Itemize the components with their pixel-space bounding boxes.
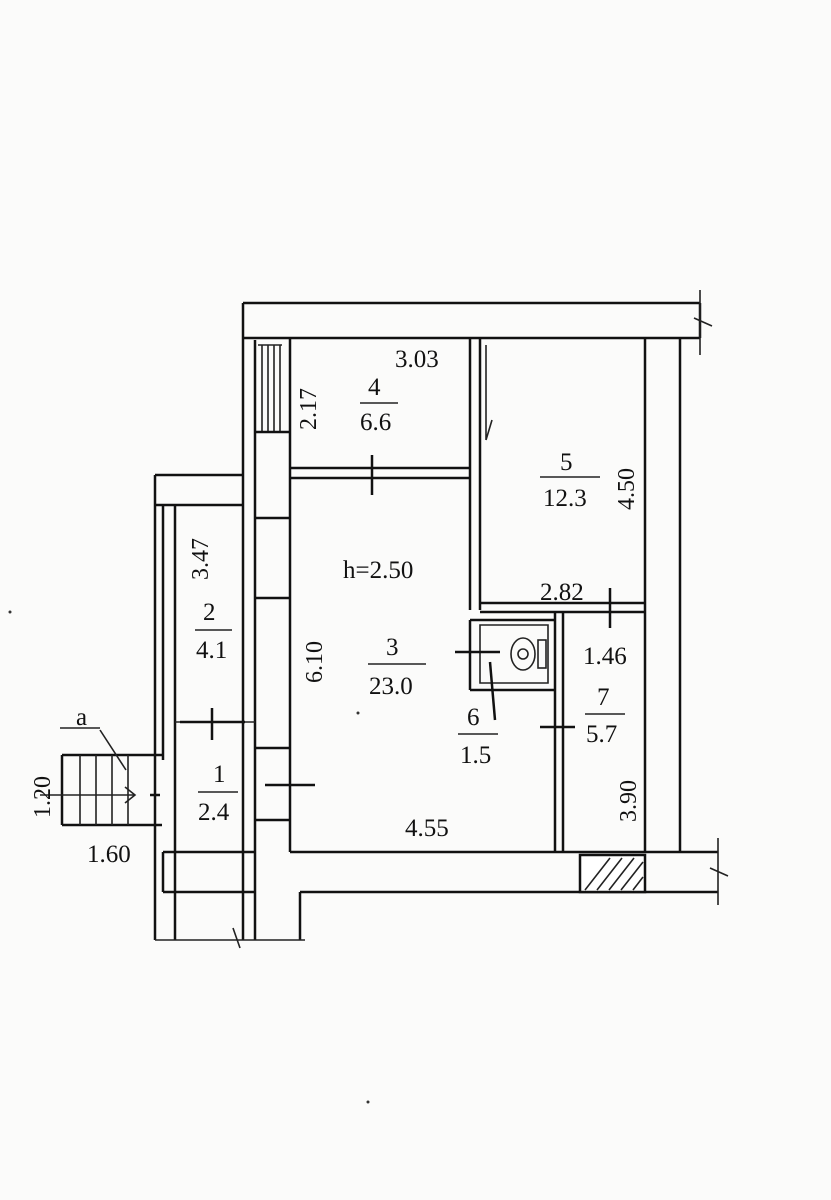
room-3-number: 3: [386, 634, 399, 661]
room-2-area: 4.1: [196, 637, 227, 664]
room-3-area: 23.0: [369, 673, 413, 700]
room-2-number: 2: [203, 599, 216, 626]
ceiling-height-label: h=2.50: [343, 557, 413, 584]
stair-label: a: [76, 704, 87, 731]
scan-specks: [8, 610, 370, 1104]
dim-stair-width: 1.20: [30, 776, 56, 818]
room-1-number: 1: [213, 761, 226, 788]
entrance-stair: [40, 727, 162, 827]
room-6-number: 6: [467, 704, 480, 731]
room-5-area: 12.3: [543, 485, 587, 512]
room-6-area: 1.5: [460, 742, 491, 769]
dim-room3-depth: 6.10: [302, 641, 328, 683]
room-4-area: 6.6: [360, 409, 391, 436]
room-5-number: 5: [560, 449, 573, 476]
dim-stair-length: 1.60: [87, 841, 131, 868]
dim-room7-depth: 3.90: [616, 780, 642, 822]
dim-room4-width: 3.03: [395, 346, 439, 373]
dim-room4-depth: 2.17: [296, 388, 322, 430]
room-1-area: 2.4: [198, 799, 230, 826]
room-4-number: 4: [368, 374, 381, 401]
door-marks: [150, 455, 612, 797]
exterior-walls: [153, 290, 729, 949]
partitions: [175, 338, 645, 852]
hatched-shaft: [578, 853, 647, 894]
dim-room2-length: 3.47: [188, 538, 214, 580]
dim-room5-depth: 4.50: [614, 468, 640, 510]
dim-room7-width: 2.82: [540, 579, 584, 606]
labels: h=2.50 4 6.6 5 12.3 3 23.0 2 4.1 1 2.4 6…: [30, 346, 642, 868]
room-7-number: 7: [597, 684, 610, 711]
dim-room7-partition: 1.46: [583, 643, 627, 670]
room-7-area: 5.7: [586, 721, 617, 748]
dim-room3-width: 4.55: [405, 815, 449, 842]
